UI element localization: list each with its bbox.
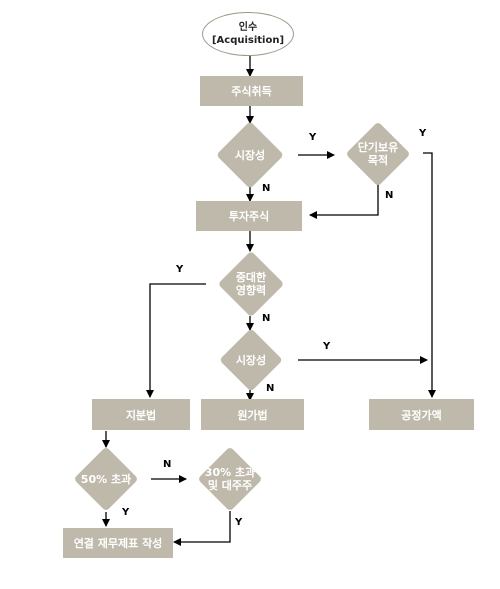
- edge-label-shortterm-yes: Y: [419, 128, 427, 139]
- decision-short-term-holding-label: 단기보유 목적: [357, 141, 399, 167]
- decision-over-30-major: 30% 초과 및 대주주: [186, 446, 274, 512]
- node-investment-stock-label: 투자주식: [228, 210, 270, 223]
- start-node-acquisition: 인수 [Acquisition]: [202, 12, 294, 56]
- edge-shortterm-to-fairvalue: [423, 152, 436, 398]
- decision-short-term-holding: 단기보유 목적: [332, 121, 424, 187]
- edge-label-market2-yes: Y: [323, 341, 331, 352]
- node-equity-method-label: 지분법: [125, 408, 157, 422]
- edge-label-influence-yes: Y: [176, 264, 184, 275]
- edge-label-shortterm-no: N: [385, 190, 394, 201]
- edge-label-market1-yes: Y: [309, 132, 317, 143]
- edge-label-over30-yes: Y: [235, 517, 243, 528]
- edge-label-over50-yes: Y: [122, 507, 130, 518]
- node-cost-method-label: 원가법: [237, 408, 268, 422]
- decision-market-2-label: 시장성: [235, 353, 267, 367]
- start-label: 인수: [238, 22, 258, 33]
- edge-label-influence-no: N: [262, 313, 271, 324]
- node-investment-stock: 투자주식: [196, 201, 302, 231]
- node-cost-method: 원가법: [201, 399, 304, 430]
- decision-market-1-label: 시장성: [234, 148, 266, 162]
- decision-market-1: 시장성: [203, 121, 297, 189]
- decision-significant-influence: 중대한 영향력: [205, 250, 297, 317]
- decision-over-30-major-label: 30% 초과 및 대주주: [204, 466, 256, 492]
- node-equity-method: 지분법: [92, 399, 190, 430]
- decision-over-50: 50% 초과: [61, 446, 151, 512]
- node-consolidated-label: 연결 재무제표 작성: [73, 537, 163, 550]
- decision-over-50-label: 50% 초과: [80, 472, 132, 486]
- node-stock-acquisition: 주식취득: [200, 76, 303, 106]
- edge-label-market1-no: N: [262, 183, 271, 194]
- node-fair-value-label: 공정가액: [401, 408, 442, 422]
- node-fair-value: 공정가액: [369, 399, 474, 430]
- decision-significant-influence-label: 중대한 영향력: [235, 270, 267, 297]
- decision-market-2: 시장성: [205, 328, 297, 392]
- start-sublabel: [Acquisition]: [211, 35, 285, 46]
- edge-label-market2-no: N: [266, 383, 275, 394]
- edge-label-over50-no: N: [163, 459, 172, 470]
- edge-influence-to-equity: [146, 283, 206, 398]
- node-stock-acquisition-label: 주식취득: [231, 85, 272, 98]
- edge-shortterm-to-investment: [309, 183, 379, 219]
- node-consolidated: 연결 재무제표 작성: [63, 528, 173, 558]
- edge-over30-to-consolidated: [173, 511, 231, 546]
